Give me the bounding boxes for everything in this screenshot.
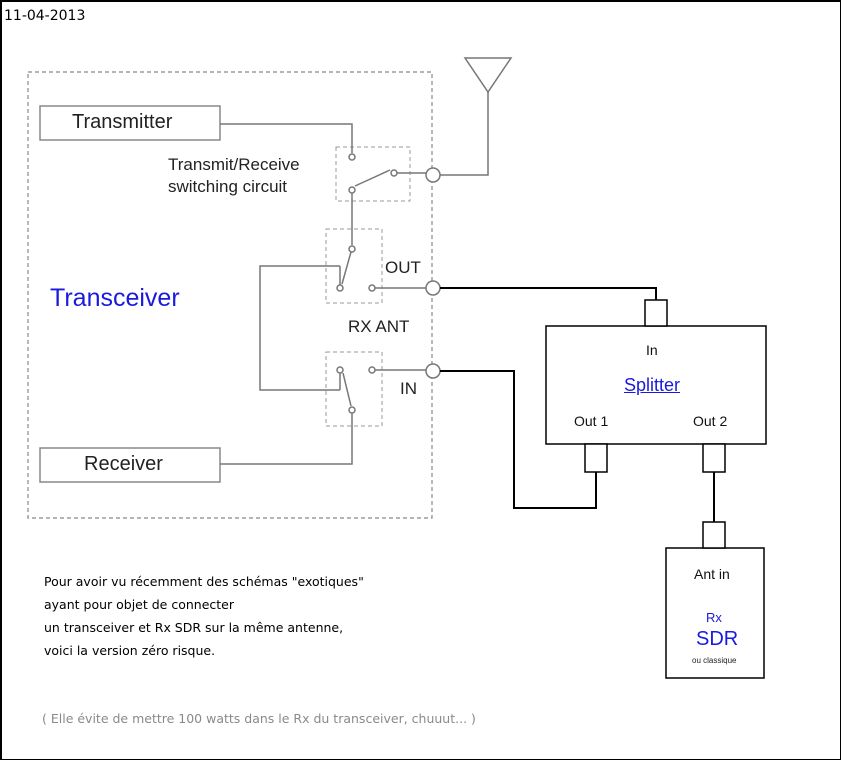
splitter-box	[545, 325, 767, 445]
switch-label-line1: Transmit/Receive	[168, 155, 300, 174]
note-line4: voici la version zéro risque.	[44, 643, 216, 658]
transceiver-title: Transceiver	[50, 284, 180, 312]
out-relay-box	[325, 228, 383, 304]
in-label: IN	[400, 379, 417, 398]
transmitter-label: Transmitter	[72, 111, 173, 133]
external-wiring	[440, 287, 715, 522]
switch-label-line2: switching circuit	[168, 177, 288, 196]
sdr-title: SDR	[696, 628, 739, 650]
splitter-in-label: In	[646, 342, 658, 358]
note-line1: Pour avoir vu récemment des schémas "exo…	[44, 574, 364, 589]
sdr-rx-label: Rx	[706, 610, 722, 625]
rx-ant-label: RX ANT	[348, 317, 410, 336]
note-line3: un transceiver et Rx SDR sur la même ant…	[44, 620, 344, 635]
out-label: OUT	[385, 258, 421, 277]
splitter-in-port	[644, 299, 668, 327]
date-label: 11-04-2013	[4, 8, 86, 24]
receiver-box	[39, 447, 221, 483]
note-line2: ayant pour objet de connecter	[44, 597, 235, 612]
in-relay-box	[325, 351, 383, 427]
splitter-out1-port	[584, 443, 608, 473]
sdr-box	[665, 547, 765, 679]
receiver-label: Receiver	[84, 453, 163, 475]
sdr-sub-label: ou classique	[692, 656, 737, 665]
internal-wiring	[220, 57, 513, 465]
tr-switch-box	[335, 146, 411, 202]
transmitter-box	[39, 105, 221, 141]
footnote: ( Elle évite de mettre 100 watts dans le…	[42, 711, 476, 726]
splitter-out2-port	[702, 443, 726, 473]
sdr-ant-port	[702, 521, 726, 549]
splitter-out2-label: Out 2	[693, 413, 728, 429]
sdr-ant-in-label: Ant in	[694, 566, 730, 582]
splitter-out1-label: Out 1	[574, 413, 609, 429]
splitter-title-link[interactable]: Splitter	[624, 375, 681, 395]
